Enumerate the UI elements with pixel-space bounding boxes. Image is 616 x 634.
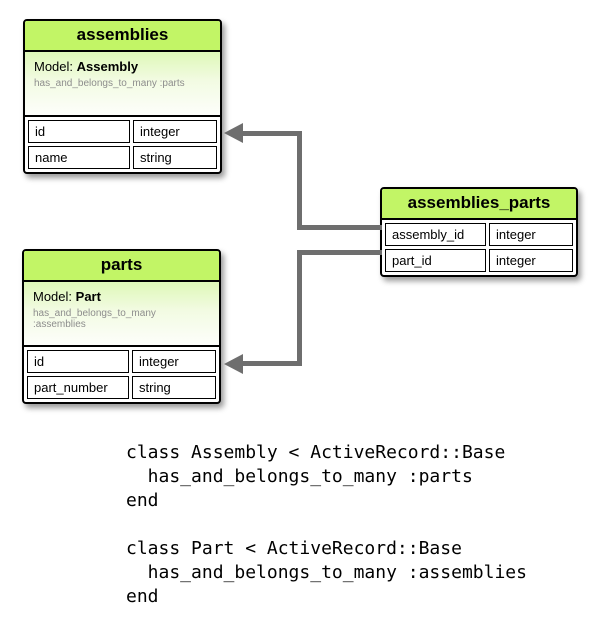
- code-line: has_and_belongs_to_many :parts: [126, 466, 473, 487]
- column-type-cell: string: [133, 146, 217, 169]
- column-type-cell: integer: [132, 350, 216, 373]
- association-text: has_and_belongs_to_many :parts: [34, 78, 185, 89]
- connector-assemblies-segment: [297, 225, 382, 230]
- table-parts-model-section: Model: Part has_and_belongs_to_many :ass…: [24, 282, 219, 347]
- column-name-cell: id: [27, 350, 129, 373]
- model-label: Model:: [33, 289, 73, 304]
- table-assemblies-title: assemblies: [25, 21, 220, 52]
- table-row: part_id integer: [385, 249, 573, 272]
- column-name-cell: part_number: [27, 376, 129, 399]
- table-row: assembly_id integer: [385, 223, 573, 246]
- table-assemblies-columns: id integer name string: [25, 117, 220, 172]
- code-line: end: [126, 586, 159, 607]
- association-text: has_and_belongs_to_many :assemblies: [33, 308, 156, 330]
- column-type-cell: integer: [489, 223, 573, 246]
- table-assemblies-parts-columns: assembly_id integer part_id integer: [382, 220, 576, 275]
- code-line: end: [126, 490, 159, 511]
- column-type-cell: integer: [489, 249, 573, 272]
- model-name: Assembly: [76, 59, 139, 74]
- column-name-cell: id: [28, 120, 130, 143]
- model-line: Model: Part: [33, 289, 210, 304]
- column-type-cell: integer: [133, 120, 217, 143]
- connector-parts-segment: [297, 250, 302, 366]
- connector-assemblies-segment: [297, 131, 302, 230]
- connector-parts-segment: [297, 250, 382, 255]
- model-label: Model:: [34, 59, 74, 74]
- table-assemblies-model-section: Model: Assembly has_and_belongs_to_many …: [25, 52, 220, 117]
- code-line: has_and_belongs_to_many :assemblies: [126, 562, 527, 583]
- table-assemblies-parts-title: assemblies_parts: [382, 189, 576, 220]
- code-assembly-class: class Assembly < ActiveRecord::Base has_…: [126, 441, 505, 513]
- arrowhead-to-parts-icon: [224, 354, 243, 374]
- table-row: name string: [28, 146, 217, 169]
- table-row: id integer: [28, 120, 217, 143]
- table-row: part_number string: [27, 376, 216, 399]
- column-name-cell: part_id: [385, 249, 486, 272]
- table-row: id integer: [27, 350, 216, 373]
- model-line: Model: Assembly: [34, 59, 211, 74]
- table-assemblies: assemblies Model: Assembly has_and_belon…: [23, 19, 222, 174]
- table-parts: parts Model: Part has_and_belongs_to_man…: [22, 249, 221, 404]
- column-type-cell: string: [132, 376, 216, 399]
- connector-assemblies-segment: [240, 131, 302, 136]
- code-line: class Assembly < ActiveRecord::Base: [126, 442, 506, 463]
- column-name-cell: name: [28, 146, 130, 169]
- connector-parts-segment: [240, 361, 302, 366]
- table-parts-columns: id integer part_number string: [24, 347, 219, 402]
- code-part-class: class Part < ActiveRecord::Base has_and_…: [126, 537, 527, 609]
- model-name: Part: [75, 289, 101, 304]
- table-assemblies-parts: assemblies_parts assembly_id integer par…: [380, 187, 578, 277]
- column-name-cell: assembly_id: [385, 223, 486, 246]
- code-line: class Part < ActiveRecord::Base: [126, 538, 462, 559]
- arrowhead-to-assemblies-icon: [224, 123, 243, 143]
- table-parts-title: parts: [24, 251, 219, 282]
